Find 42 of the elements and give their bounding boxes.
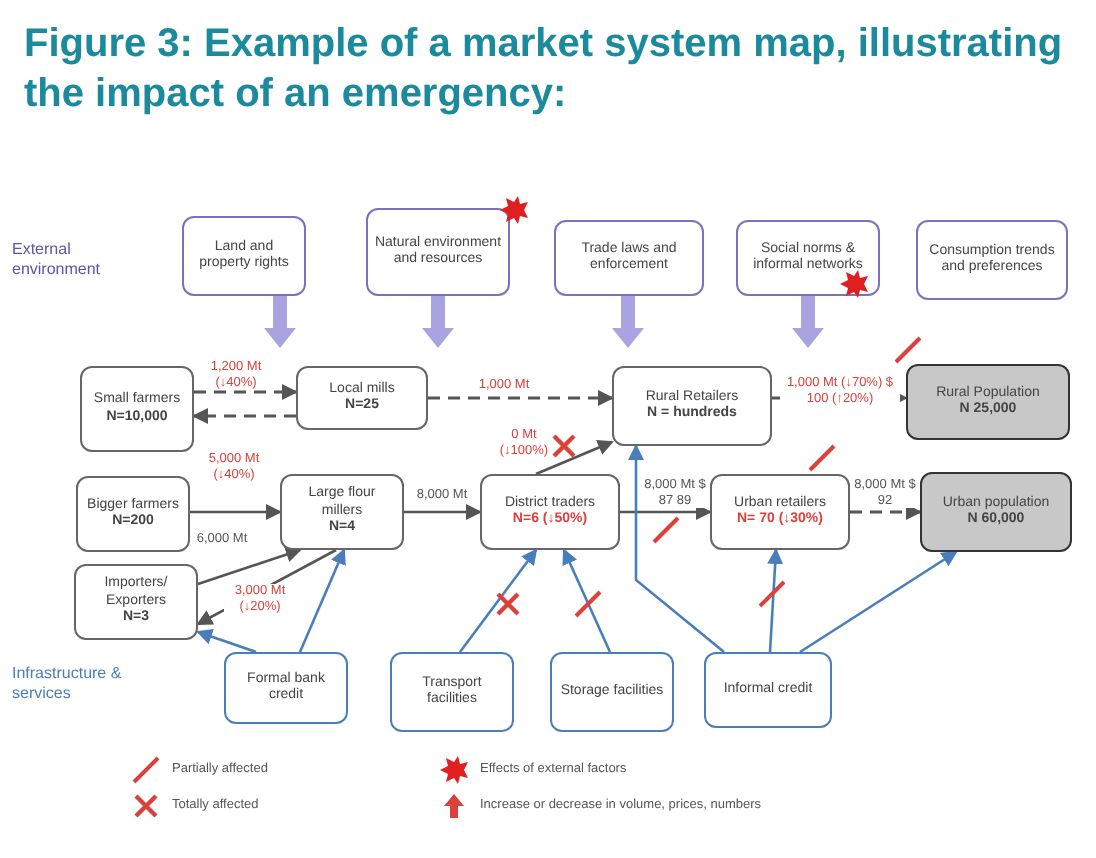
section-label: External environment xyxy=(12,240,103,280)
arrow xyxy=(799,550,958,654)
market-actor-box xyxy=(296,366,428,430)
figure-title: Figure 3: Example of a market system map, illustrating the impact of an emergency: xyxy=(24,20,1065,120)
arrow xyxy=(190,504,282,520)
arrow xyxy=(428,390,614,406)
arrow xyxy=(628,444,725,653)
block-arrow xyxy=(422,296,454,348)
external-factor-box xyxy=(182,216,306,296)
external-factor-box xyxy=(916,220,1068,300)
arrow xyxy=(562,548,612,653)
market-actor-box xyxy=(74,564,198,640)
arrow xyxy=(767,548,784,653)
block-arrow xyxy=(264,296,296,348)
section-label: Infrastructure & services xyxy=(12,664,124,704)
external-factor-box xyxy=(366,208,510,296)
arrow xyxy=(458,548,538,653)
arrow xyxy=(620,504,712,520)
arrow xyxy=(196,629,257,654)
service-box xyxy=(390,652,514,732)
population-box xyxy=(920,472,1072,552)
service-box xyxy=(550,652,674,732)
market-actor-box xyxy=(710,474,850,550)
arrow xyxy=(194,384,298,400)
service-box xyxy=(704,652,832,728)
arrow xyxy=(404,504,482,520)
arrow xyxy=(192,408,296,424)
arrow xyxy=(298,548,346,653)
population-box xyxy=(906,364,1070,440)
market-actor-box xyxy=(280,474,404,550)
external-factor-box xyxy=(554,220,704,296)
market-actor-box xyxy=(480,474,620,550)
market-actor-box xyxy=(76,476,190,552)
external-factor-box xyxy=(736,220,880,296)
arrow xyxy=(850,504,922,520)
market-actor-box xyxy=(80,366,194,452)
block-arrow xyxy=(792,296,824,348)
block-arrow xyxy=(612,296,644,348)
arrow xyxy=(197,546,302,586)
market-actor-box xyxy=(612,366,772,446)
arrow xyxy=(535,440,614,476)
service-box xyxy=(224,652,348,724)
